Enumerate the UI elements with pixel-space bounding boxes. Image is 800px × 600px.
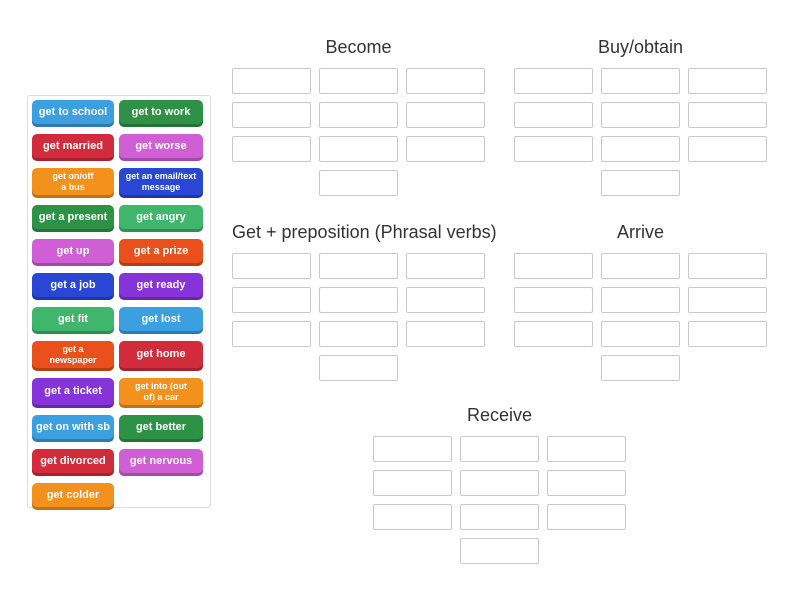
drop-slot-grid	[514, 253, 767, 381]
drop-slot[interactable]	[547, 470, 626, 496]
drop-slot[interactable]	[406, 68, 485, 94]
word-tile[interactable]: get a ticket	[32, 378, 114, 408]
drop-slot[interactable]	[601, 102, 680, 128]
word-tile[interactable]: get divorced	[32, 449, 114, 476]
group-title: Arrive	[616, 222, 664, 242]
drop-slot[interactable]	[460, 436, 539, 462]
drop-slot[interactable]	[688, 102, 767, 128]
drop-slot[interactable]	[319, 321, 398, 347]
drop-slot[interactable]	[406, 253, 485, 279]
category-group: Arrive	[514, 221, 767, 381]
word-tile[interactable]: get worse	[119, 134, 203, 161]
drop-slot[interactable]	[232, 102, 311, 128]
drop-slot[interactable]	[688, 136, 767, 162]
drop-slot[interactable]	[319, 170, 398, 196]
drop-slot[interactable]	[547, 504, 626, 530]
drop-slot[interactable]	[688, 287, 767, 313]
drop-slot[interactable]	[514, 321, 593, 347]
category-group: Receive	[373, 404, 626, 564]
drop-slot[interactable]	[232, 136, 311, 162]
word-tile[interactable]: get nervous	[119, 449, 203, 476]
drop-slot[interactable]	[406, 321, 485, 347]
drop-slot[interactable]	[373, 470, 452, 496]
word-tile[interactable]: get an email/text message	[119, 168, 203, 198]
word-tile[interactable]: get a prize	[119, 239, 203, 266]
drop-slot[interactable]	[601, 68, 680, 94]
drop-slot[interactable]	[406, 287, 485, 313]
word-tile[interactable]: get into (out of) a car	[119, 378, 203, 408]
drop-slot-grid	[514, 68, 767, 196]
word-tile[interactable]: get fit	[32, 307, 114, 334]
word-tile[interactable]: get a present	[32, 205, 114, 232]
drop-slot[interactable]	[547, 436, 626, 462]
category-group: Buy/obtain	[514, 36, 767, 196]
drop-slot[interactable]	[514, 287, 593, 313]
drop-slot[interactable]	[232, 321, 311, 347]
drop-slot[interactable]	[688, 68, 767, 94]
category-group: Get + preposition (Phrasal verbs)	[232, 221, 497, 381]
drop-slot[interactable]	[319, 102, 398, 128]
word-tile[interactable]: get to work	[119, 100, 203, 127]
drop-slot[interactable]	[688, 253, 767, 279]
word-tile[interactable]: get lost	[119, 307, 203, 334]
drop-slot[interactable]	[514, 253, 593, 279]
drop-slot[interactable]	[406, 136, 485, 162]
drop-slot-grid	[373, 436, 626, 564]
drop-slot[interactable]	[319, 287, 398, 313]
drop-slot[interactable]	[373, 504, 452, 530]
word-tile[interactable]: get married	[32, 134, 114, 161]
drop-slot[interactable]	[460, 538, 539, 564]
drop-slot-grid	[232, 253, 485, 381]
drop-slot[interactable]	[601, 321, 680, 347]
group-title: Receive	[466, 405, 533, 425]
word-tile[interactable]: get to school	[32, 100, 114, 127]
word-tile[interactable]: get on/off a bus	[32, 168, 114, 198]
category-group: Become	[232, 36, 485, 196]
drop-slot[interactable]	[601, 287, 680, 313]
word-tile[interactable]: get home	[119, 341, 203, 371]
drop-slot-grid	[232, 68, 485, 196]
word-tile[interactable]: get up	[32, 239, 114, 266]
drop-slot[interactable]	[460, 470, 539, 496]
word-tile[interactable]: get ready	[119, 273, 203, 300]
drop-slot[interactable]	[601, 253, 680, 279]
word-tile[interactable]: get colder	[32, 483, 114, 510]
drop-slot[interactable]	[460, 504, 539, 530]
drop-slot[interactable]	[514, 136, 593, 162]
word-tile[interactable]: get angry	[119, 205, 203, 232]
group-title: Buy/obtain	[597, 37, 684, 57]
drop-slot[interactable]	[688, 321, 767, 347]
drop-slot[interactable]	[514, 102, 593, 128]
word-tile[interactable]: get a newspaper	[32, 341, 114, 371]
drop-slot[interactable]	[232, 253, 311, 279]
word-tile[interactable]: get better	[119, 415, 203, 442]
drop-slot[interactable]	[601, 170, 680, 196]
drop-slot[interactable]	[232, 68, 311, 94]
group-title: Get + preposition (Phrasal verbs)	[232, 222, 497, 242]
word-tile[interactable]: get a job	[32, 273, 114, 300]
group-title: Become	[325, 37, 392, 57]
drop-slot[interactable]	[319, 355, 398, 381]
drop-slot[interactable]	[601, 136, 680, 162]
word-tile[interactable]: get on with sb	[32, 415, 114, 442]
drop-slot[interactable]	[514, 68, 593, 94]
drop-slot[interactable]	[319, 68, 398, 94]
drop-slot[interactable]	[406, 102, 485, 128]
drop-slot[interactable]	[319, 253, 398, 279]
drop-slot[interactable]	[601, 355, 680, 381]
drop-slot[interactable]	[319, 136, 398, 162]
drop-slot[interactable]	[373, 436, 452, 462]
drop-slot[interactable]	[232, 287, 311, 313]
